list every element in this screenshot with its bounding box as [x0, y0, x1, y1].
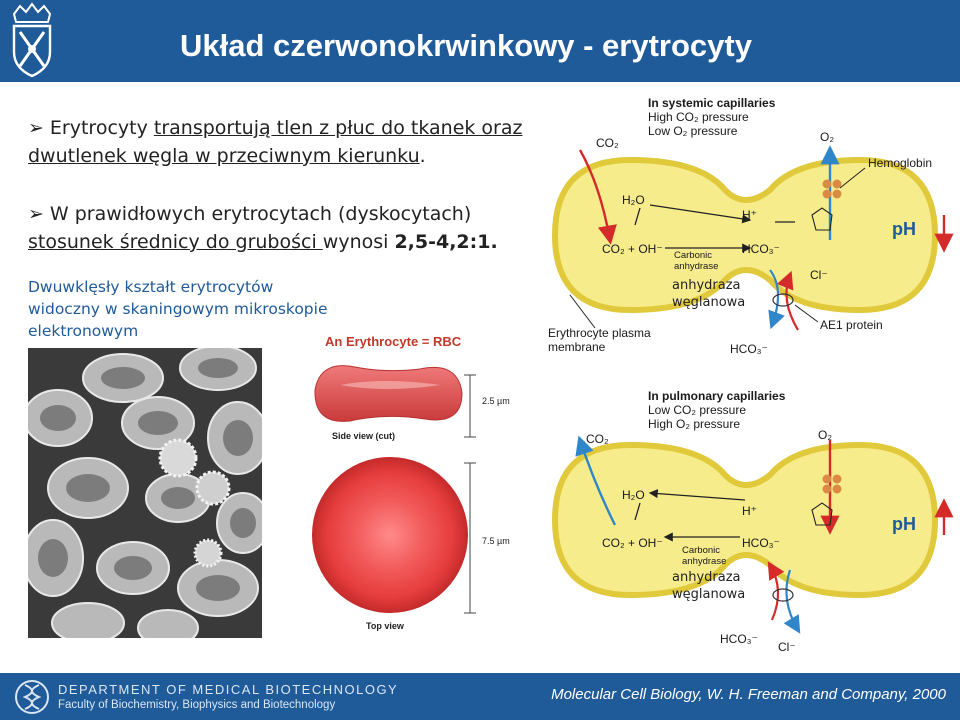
bullet-arrow-icon: ➢ — [28, 203, 44, 225]
systemic-ph-label: pH — [892, 219, 916, 240]
sem-caption: Dwuwklęsły kształt erytrocytów widoczny … — [28, 276, 328, 342]
pulmonary-co2-label: CO₂ — [586, 432, 609, 446]
pulmonary-o2-label: O₂ — [818, 428, 832, 442]
bullet-text-end: . — [420, 145, 426, 167]
systemic-cond-1: High CO₂ pressure — [648, 110, 775, 124]
pulmonary-conditions: In pulmonary capillaries Low CO₂ pressur… — [648, 389, 785, 431]
dna-logo-icon — [14, 679, 50, 715]
ratio-value: 2,5-4,2:1. — [394, 231, 497, 253]
systemic-co2-label: CO₂ — [596, 136, 619, 150]
pulmonary-anhydrase-note: anhydraza węglanowa — [672, 569, 752, 603]
systemic-hco3: HCO₃⁻ — [742, 242, 780, 256]
pulmonary-h-plus: H⁺ — [742, 504, 757, 518]
pulmonary-reactants: CO₂ + OH⁻ — [602, 536, 663, 550]
membrane-label: Erythrocyte plasma membrane — [548, 326, 663, 354]
university-crest-logo — [0, 0, 64, 82]
bullet-text: W prawidłowych erytrocytach (dyskocytach… — [50, 203, 471, 225]
pulmonary-cond-1: Low CO₂ pressure — [648, 403, 785, 417]
bullet-text: wynosi — [323, 231, 395, 253]
systemic-heading: In systemic capillaries — [648, 96, 775, 110]
systemic-o2-label: O₂ — [820, 130, 834, 144]
hemoglobin-label: Hemoglobin — [868, 156, 932, 170]
pulmonary-heading: In pulmonary capillaries — [648, 389, 785, 403]
footer-reference: Molecular Cell Biology, W. H. Freeman an… — [551, 686, 946, 703]
systemic-h-plus: H⁺ — [742, 208, 757, 222]
footer-faculty: Faculty of Biochemistry, Biophysics and … — [58, 699, 335, 711]
bullet-text: Erytrocyty — [50, 117, 154, 139]
top-view-label: Top view — [366, 621, 404, 631]
bullet-underlined-text: stosunek średnicy do grubości — [28, 231, 323, 253]
pulmonary-ph-label: pH — [892, 514, 916, 535]
systemic-h2o: H₂O — [622, 193, 645, 207]
slide-title: Układ czerwonokrwinkowy - erytrocyty — [180, 28, 752, 64]
bullet-arrow-icon: ➢ — [28, 117, 44, 139]
bullet-transport: ➢Erytrocyty transportują tlen z płuc do … — [28, 114, 538, 170]
rbc-figure-title: An Erythrocyte = RBC — [325, 334, 461, 349]
thickness-label: 2.5 µm — [482, 396, 510, 406]
sem-micrograph-image — [28, 348, 262, 638]
systemic-cond-2: Low O₂ pressure — [648, 124, 775, 138]
pulmonary-hco3-out: HCO₃⁻ — [720, 632, 758, 646]
systemic-reactants: CO₂ + OH⁻ — [602, 242, 663, 256]
pulmonary-h2o: H₂O — [622, 488, 645, 502]
pulmonary-cl: Cl⁻ — [778, 640, 796, 654]
systemic-cl: Cl⁻ — [810, 268, 828, 282]
systemic-conditions: In systemic capillaries High CO₂ pressur… — [648, 96, 775, 138]
systemic-anhydrase-note: anhydraza węglanowa — [672, 277, 752, 311]
ae1-label: AE1 protein — [820, 318, 883, 332]
pulmonary-enzyme: Carbonic anhydrase — [682, 545, 738, 567]
diameter-label: 7.5 µm — [482, 536, 510, 546]
footer-department: DEPARTMENT OF MEDICAL BIOTECHNOLOGY — [58, 682, 398, 697]
pulmonary-hco3: HCO₃⁻ — [742, 536, 780, 550]
pulmonary-cond-2: High O₂ pressure — [648, 417, 785, 431]
side-view-label: Side view (cut) — [332, 431, 395, 441]
systemic-enzyme: Carbonic anhydrase — [674, 250, 730, 272]
systemic-hco3-out: HCO₃⁻ — [730, 342, 768, 356]
bullet-ratio: ➢ W prawidłowych erytrocytach (dyskocytac… — [28, 200, 548, 256]
